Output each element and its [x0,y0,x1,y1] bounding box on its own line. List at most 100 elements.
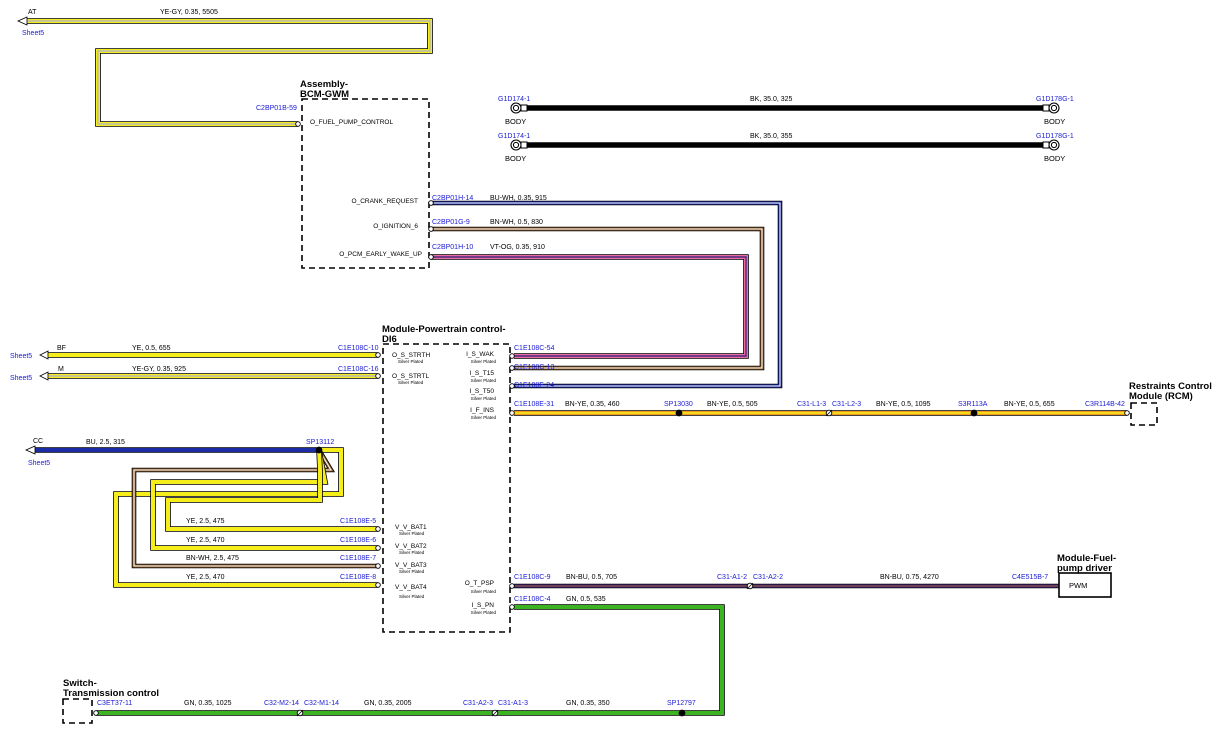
switch-module-box[interactable] [62,698,93,724]
pcm-sp-11: Silver Plated [471,589,497,594]
conn-c1e108e-8[interactable]: C1E108E-8 [340,574,376,581]
wire-ign[interactable] [431,226,765,371]
pcm-pin-i-s-pn: I_S_PN [472,602,495,609]
gnd2-right-connector[interactable]: G1D178G-1 [1036,133,1074,140]
pin-pcm-bat2[interactable] [375,545,381,551]
conn-c1e108e-31[interactable]: C1E108E-31 [514,401,554,408]
conn-c1e108c-4[interactable]: C1E108C-4 [514,596,551,603]
pcm-module-box[interactable] [382,343,511,633]
pin-pcm-bat4[interactable] [375,582,381,588]
pin-bcm-crank[interactable] [428,200,434,206]
conn-sp13112[interactable]: SP13112 [306,439,334,446]
splice-sp13030[interactable] [675,409,683,417]
sheet-ref-m-sheet[interactable]: Sheet5 [10,375,32,382]
conn-c31-a2-2[interactable]: C31-A2-2 [753,574,783,581]
wire-bat2[interactable] [150,449,378,551]
pn-wire-label: GN, 0.5, 535 [566,596,606,603]
conn-c32-m2-14[interactable]: C32-M2-14 [264,700,299,707]
sheet-ref-at-sheet[interactable]: Sheet5 [22,30,44,37]
pin-rcm[interactable] [1124,410,1130,416]
pin-pcm-bat1[interactable] [375,526,381,532]
pin-pcm-ins[interactable] [509,410,515,416]
gnd1-left-body: BODY [505,117,526,126]
conn-c1e108c-54[interactable]: C1E108C-54 [514,345,555,352]
conn-c1e108e-24[interactable]: C1E108E-24 [514,382,554,389]
splice-sp12797[interactable] [678,709,686,717]
conn-c2bp01g-9[interactable]: C2BP01G-9 [432,219,470,226]
ground-terminal-1a[interactable] [510,102,528,114]
pin-switch[interactable] [93,710,99,716]
pin-bcm-fuel-pump[interactable] [295,121,301,127]
wire-at[interactable] [27,18,433,127]
pin-pcm-pn[interactable] [509,604,515,610]
pin-bcm-ign[interactable] [428,226,434,232]
conn-c1e108c-9[interactable]: C1E108C-9 [514,574,551,581]
inline-c31-a-tr[interactable] [491,709,499,717]
wires [27,18,1127,716]
pin-pcm-psp[interactable] [509,583,515,589]
conn-c1e108c-10[interactable]: C1E108C-10 [338,345,379,352]
gnd1-right-connector[interactable]: G1D178G-1 [1036,96,1074,103]
rcm-module-box[interactable] [1130,402,1158,426]
wire-wake[interactable] [431,254,749,359]
wire-bat3[interactable] [131,448,378,569]
sheet-ref-bf-sheet[interactable]: Sheet5 [10,353,32,360]
conn-c31-l2-3[interactable]: C31-L2-3 [832,401,861,408]
ground-terminal-2a[interactable] [510,139,528,151]
conn-c1e108e-5[interactable]: C1E108E-5 [340,518,376,525]
bcm-module-box[interactable] [301,98,430,269]
conn-c2bp01h-14[interactable]: C2BP01H-14 [432,195,473,202]
pcm-sp-2: Silver Plated [398,380,424,385]
fuel-title-2: pump driver [1057,563,1112,574]
pcm-sp-5: Silver Plated [471,396,497,401]
conn-c31-a1-2[interactable]: C31-A1-2 [717,574,747,581]
conn-c3et37-11[interactable]: C3ET37-11 [97,700,132,707]
inline-c31-a-psp[interactable] [746,582,754,590]
conn-sp12797[interactable]: SP12797 [667,700,696,707]
conn-sp13030[interactable]: SP13030 [664,401,693,408]
sheet-ref-at-arrow-icon[interactable] [17,16,28,26]
inline-c32-m[interactable] [296,709,304,717]
conn-c1e108e-7[interactable]: C1E108E-7 [340,555,376,562]
conn-c2bp01h-10[interactable]: C2BP01H-10 [432,244,473,251]
conn-c31-a2-3[interactable]: C31-A2-3 [463,700,493,707]
sheet-ref-bf-arrow-icon[interactable] [39,350,49,360]
sheet-ref-m-arrow-icon[interactable] [39,371,49,381]
conn-c31-l1-3[interactable]: C31-L1-3 [797,401,826,408]
pin-pcm-strth[interactable] [375,352,381,358]
conn-c31-a1-3[interactable]: C31-A1-3 [498,700,528,707]
ground-terminal-2b[interactable] [1042,139,1060,151]
pin-pcm-wak[interactable] [509,353,515,359]
gnd1-left-connector[interactable]: G1D174-1 [498,96,530,103]
conn-c3r114b-42[interactable]: C3R114B-42 [1085,401,1125,408]
ground-terminal-1b[interactable] [1042,102,1060,114]
pin-pcm-bat3[interactable] [375,563,381,569]
sheet-ref-cc-arrow-icon[interactable] [25,445,36,455]
conn-c2bp01b-59[interactable]: C2BP01B-59 [256,105,297,112]
pcm-sp-12: Silver Plated [471,610,497,615]
wire-bat4[interactable] [113,447,378,588]
conn-c4e515b-7[interactable]: C4E515B-7 [1012,574,1048,581]
splice-sp13112[interactable] [315,446,323,454]
pin-pcm-t50[interactable] [509,383,515,389]
conn-c32-m1-14[interactable]: C32-M1-14 [304,700,339,707]
conn-s3r113a[interactable]: S3R113A [958,401,988,408]
splice-s3r113a[interactable] [970,409,978,417]
wire-pn[interactable] [96,604,725,716]
gnd2-left-connector[interactable]: G1D174-1 [498,133,530,140]
fuel-pump-module-box[interactable] [1058,572,1112,598]
bf-wire-label: YE, 0.5, 655 [132,345,171,352]
sheet-ref-cc-sheet[interactable]: Sheet5 [28,460,50,467]
pcm-pin-o-t-psp: O_T_PSP [465,580,494,587]
wire-bat1[interactable] [165,449,378,532]
rcm-title-1: Restraints Control [1129,381,1212,392]
conn-c1e108e-6[interactable]: C1E108E-6 [340,537,376,544]
bcm-title-2: BCM-GWM [300,89,349,100]
pin-bcm-wake[interactable] [428,254,434,260]
conn-c1e108c-16[interactable]: C1E108C-16 [338,366,379,373]
pin-pcm-strtl[interactable] [375,373,381,379]
conn-c1e108c-13[interactable]: C1E108C-13 [514,364,555,371]
pin-pcm-t15[interactable] [509,365,515,371]
inline-c31-l[interactable] [825,409,833,417]
wire-crank[interactable] [431,200,783,389]
